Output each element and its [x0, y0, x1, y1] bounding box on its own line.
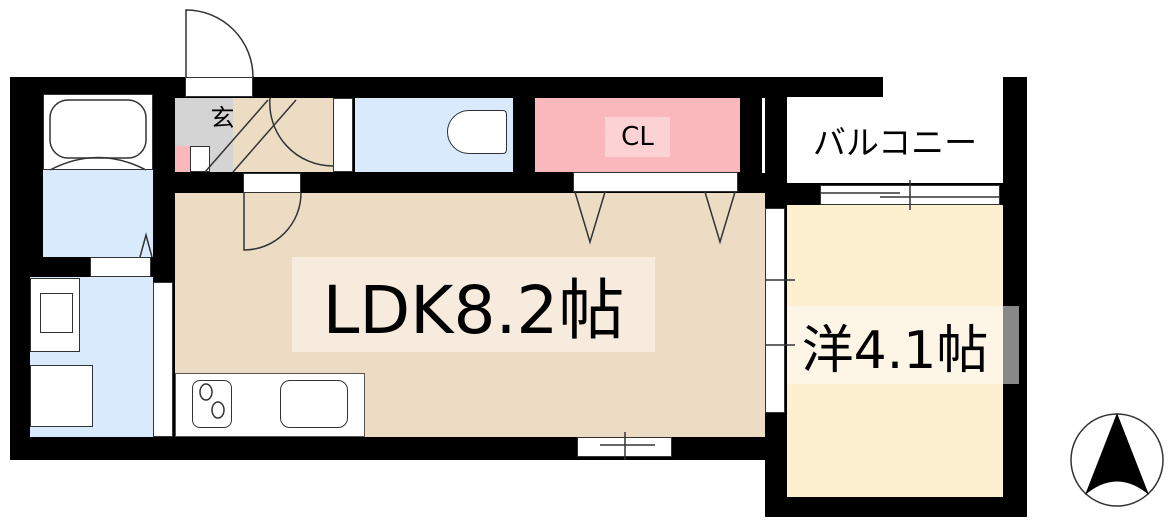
front-door-opening[interactable] [185, 77, 253, 97]
closet-label: CL [605, 117, 670, 157]
closet-doors [573, 172, 738, 192]
ldk-label: LDK8.2帖 [292, 257, 655, 352]
sink-icon [280, 380, 348, 428]
hallway [233, 98, 333, 172]
entrance-label: 玄 [210, 103, 235, 132]
stove-icon [192, 380, 232, 428]
washing-machine-drum [40, 293, 73, 333]
window-lines [600, 180, 1000, 460]
toilet-icon [447, 110, 507, 154]
washroom-door-mark [139, 232, 153, 258]
north-arrow-icon [1070, 413, 1164, 507]
balcony-label: バルコニー [812, 123, 978, 162]
step-lines [204, 99, 297, 173]
closet-door-swing [574, 191, 736, 245]
washroom [43, 170, 153, 257]
wall-mark [1003, 306, 1019, 384]
toilet-door [333, 98, 353, 172]
fridge-space [30, 365, 93, 427]
entrance-shelf [190, 146, 210, 172]
entrance-shoe-box [175, 146, 190, 172]
front-door-swing [185, 9, 254, 78]
balcony [787, 97, 1003, 183]
western-room-label: 洋4.1帖 [787, 306, 1003, 384]
bathtub-icon [49, 99, 147, 159]
ldk-door-swing [243, 192, 302, 251]
ldk-door-opening [243, 173, 301, 193]
hall-door-swing [269, 97, 334, 167]
bedroom-sliding-door [765, 208, 785, 413]
pillar-line [762, 98, 765, 173]
washroom-door [90, 257, 151, 277]
balcony-opening [883, 77, 1003, 97]
sliding-door [153, 282, 173, 437]
